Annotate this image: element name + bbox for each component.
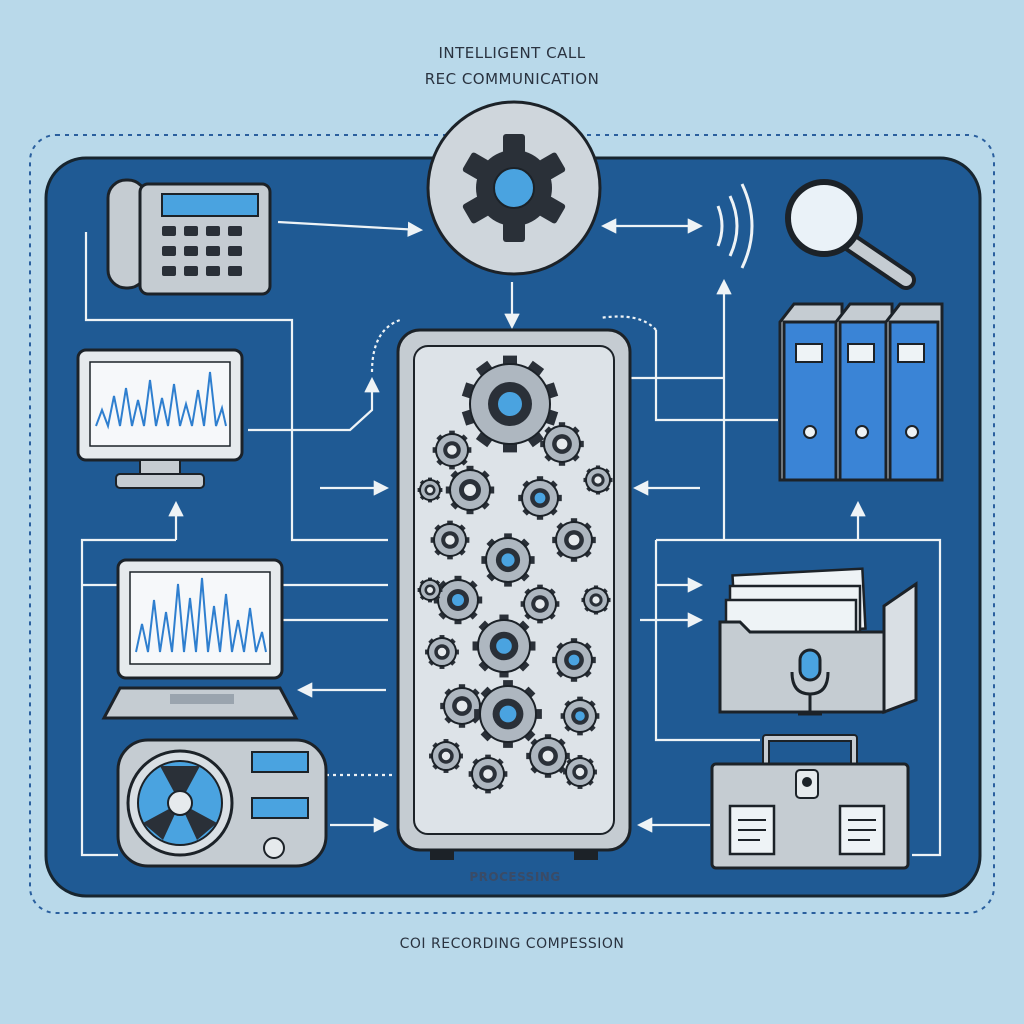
gear-cluster — [417, 355, 613, 794]
title-line-2: REC COMMUNICATION — [424, 70, 600, 88]
gear-icon — [426, 100, 602, 276]
binders-icon — [778, 302, 944, 482]
signal-waves-icon — [716, 183, 754, 269]
title-line-1: INTELLIGENT CALL — [438, 44, 586, 62]
diagram-title: INTELLIGENT CALL REC COMMUNICATION — [362, 40, 662, 92]
briefcase-icon — [710, 734, 910, 870]
desk-phone-icon — [106, 178, 272, 296]
disc-player-icon — [116, 738, 328, 868]
laptop-icon — [101, 558, 299, 720]
outer-dashed-frame — [29, 134, 995, 914]
microphone-icon — [790, 648, 830, 716]
server-icon — [396, 328, 632, 860]
footer-caption: COI RECORDING COMPESSION — [399, 936, 625, 952]
monitor-icon — [76, 348, 244, 489]
magnifier-icon — [785, 179, 916, 290]
processing-label: PROCESSING — [469, 870, 561, 884]
